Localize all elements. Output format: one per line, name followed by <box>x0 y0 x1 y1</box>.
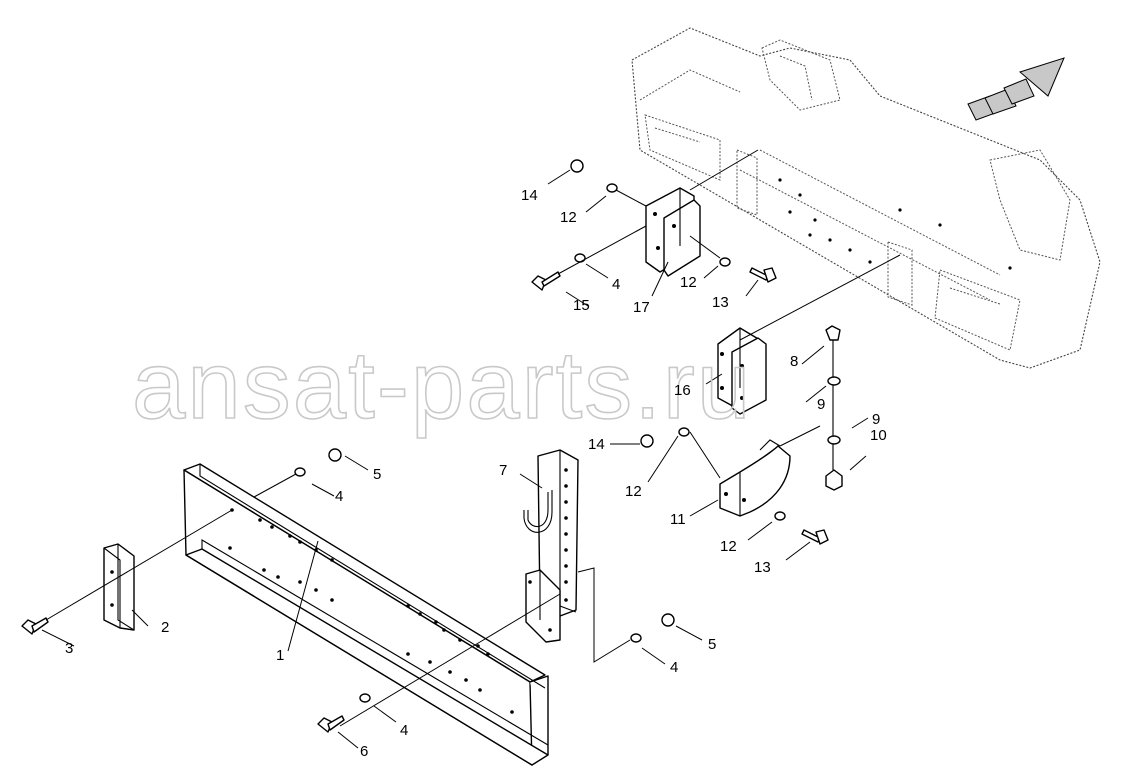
callout-13: 13 <box>754 559 771 576</box>
callout-4: 4 <box>612 276 620 293</box>
callout-15: 15 <box>573 297 590 314</box>
part-6-bolt <box>317 715 345 733</box>
callout-1: 1 <box>276 647 284 664</box>
callout-12: 12 <box>680 274 697 291</box>
callout-2: 2 <box>161 619 169 636</box>
callout-11: 11 <box>670 511 686 528</box>
callout-14: 14 <box>588 436 605 453</box>
callout-4: 4 <box>670 659 678 676</box>
part-7-tow-post <box>523 449 579 643</box>
callout-17: 17 <box>633 299 650 316</box>
part-11-clamp-bracket <box>719 439 791 517</box>
callout-5: 5 <box>708 636 716 653</box>
callout-6: 6 <box>360 743 368 760</box>
part-16-middle-bracket <box>717 327 767 415</box>
callout-3: 3 <box>65 640 73 657</box>
callout-12: 12 <box>560 209 577 226</box>
part-17-upper-bracket <box>645 187 701 277</box>
part-3-bolt <box>21 617 49 635</box>
callout-14: 14 <box>521 187 538 204</box>
callout-7: 7 <box>499 462 507 479</box>
callout-4: 4 <box>335 488 343 505</box>
bracket-hardware <box>531 159 843 545</box>
part-2-spacer-block <box>103 543 135 631</box>
callout-16: 16 <box>674 382 691 399</box>
callout-4: 4 <box>400 722 408 739</box>
callout-9: 9 <box>872 411 880 428</box>
part-1-bumper-beam <box>183 463 549 766</box>
callout-9: 9 <box>817 396 825 413</box>
callout-5: 5 <box>373 466 381 483</box>
callout-12: 12 <box>625 483 642 500</box>
callout-labels: 1 2 3 4 4 4 4 5 5 6 7 8 9 9 10 11 12 12 … <box>65 187 887 760</box>
vehicle-frame <box>631 27 1101 369</box>
callout-12: 12 <box>720 538 737 555</box>
callout-13: 13 <box>712 294 729 311</box>
callout-10: 10 <box>870 427 887 444</box>
callout-8: 8 <box>790 353 798 370</box>
watermark-text: ansat-parts.ru <box>132 332 752 439</box>
assembly-lines <box>41 149 901 749</box>
direction-arrow-icon <box>967 57 1065 121</box>
washers-nuts-bumper <box>294 448 675 703</box>
